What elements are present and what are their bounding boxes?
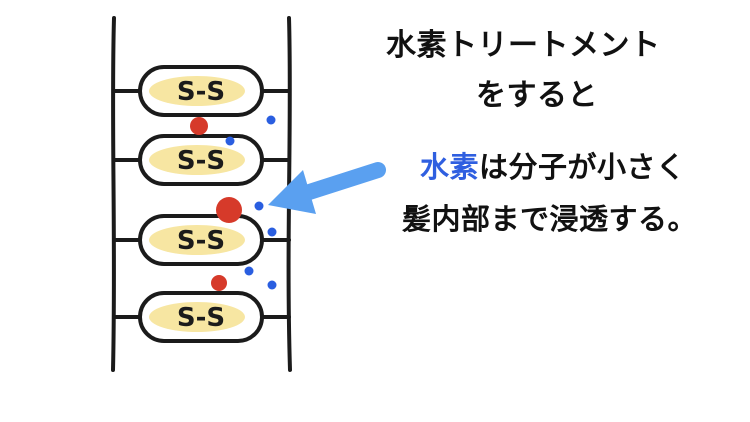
disulfide-bond-3: S-S xyxy=(138,214,264,266)
disulfide-bond-1: S-S xyxy=(138,65,264,117)
disulfide-bond-2: S-S xyxy=(138,134,264,186)
description-line-1-rest: は分子が小さく xyxy=(479,150,686,184)
bond-label: S-S xyxy=(177,303,225,333)
bond-label: S-S xyxy=(177,146,225,176)
bond-label: S-S xyxy=(177,77,225,107)
bond-label: S-S xyxy=(177,226,225,256)
blue-dot-icon xyxy=(225,136,235,146)
title-line-2: をすると xyxy=(476,78,598,113)
red-dot-icon xyxy=(216,197,242,223)
description-line-1: 水素は分子が小さく xyxy=(420,144,686,186)
blue-dot-icon xyxy=(267,280,277,290)
hair-strand-left-line xyxy=(111,16,116,372)
arrow-left-icon xyxy=(268,162,386,214)
blue-dot-icon xyxy=(244,266,254,276)
red-dot-icon xyxy=(211,275,227,291)
blue-dot-icon xyxy=(267,227,277,237)
highlight-hydrogen: 水素 xyxy=(420,150,480,184)
disulfide-bond-4: S-S xyxy=(138,291,264,343)
title-line-1: 水素トリートメント xyxy=(386,28,661,63)
red-dot-icon xyxy=(190,117,208,135)
blue-dot-icon xyxy=(254,201,264,211)
description-line-2: 髪内部まで浸透する。 xyxy=(402,202,698,236)
hair-strand-right-line xyxy=(286,16,292,372)
blue-dot-icon xyxy=(266,115,276,125)
